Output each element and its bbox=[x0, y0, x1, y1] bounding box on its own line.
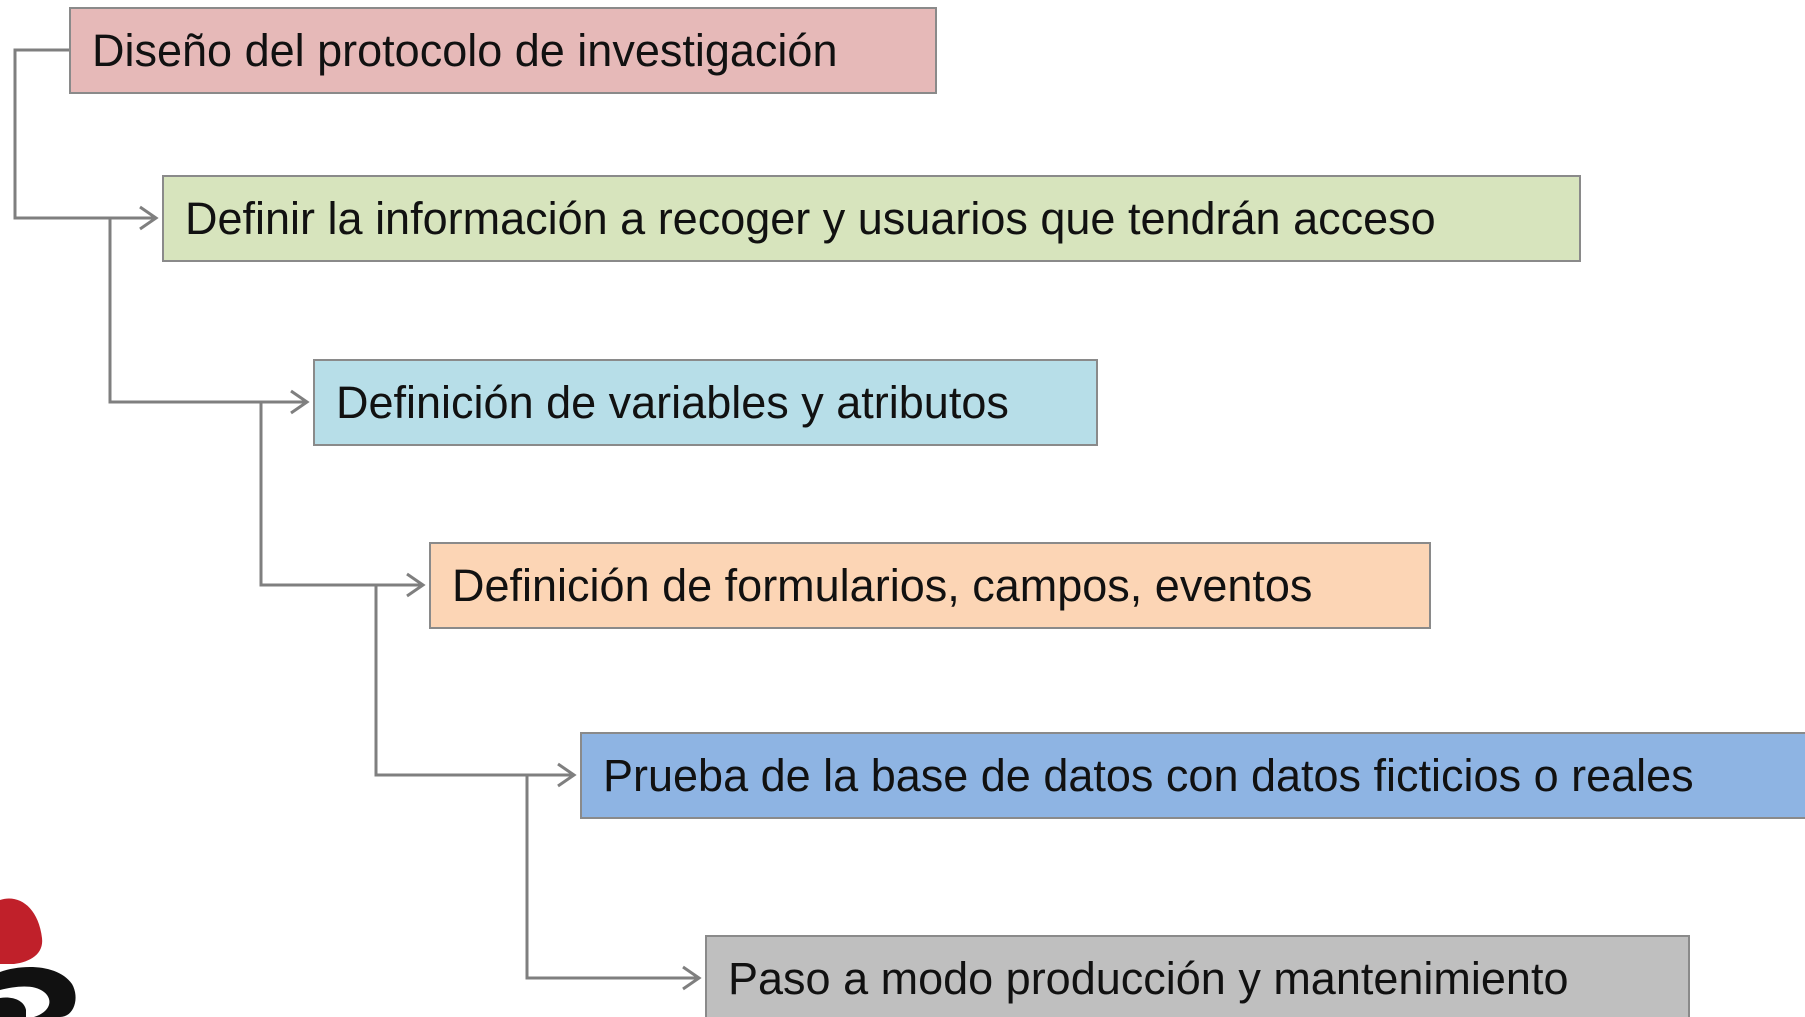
elbow-arrow-icon bbox=[13, 48, 155, 220]
elbow-arrow-icon bbox=[525, 775, 698, 980]
step-label: Definición de variables y atributos bbox=[336, 376, 1009, 428]
step-database-test: Prueba de la base de datos con datos fic… bbox=[580, 732, 1805, 819]
arrowhead-icon bbox=[557, 762, 577, 788]
step-label: Definir la información a recoger y usuar… bbox=[185, 192, 1436, 244]
arrowhead-icon bbox=[139, 205, 159, 231]
step-define-forms: Definición de formularios, campos, event… bbox=[429, 542, 1431, 629]
step-define-information: Definir la información a recoger y usuar… bbox=[162, 175, 1581, 262]
step-label: Prueba de la base de datos con datos fic… bbox=[603, 749, 1694, 801]
step-production-mode: Paso a modo producción y mantenimiento bbox=[705, 935, 1690, 1017]
arrowhead-icon bbox=[682, 965, 702, 991]
elbow-arrow-icon bbox=[108, 218, 306, 404]
arrowhead-icon bbox=[406, 572, 426, 598]
arrowhead-icon bbox=[290, 389, 310, 415]
step-label: Diseño del protocolo de investigación bbox=[92, 24, 838, 76]
elbow-arrow-icon bbox=[259, 402, 422, 587]
logo-icon bbox=[0, 898, 76, 1017]
elbow-arrow-icon bbox=[374, 585, 573, 777]
step-define-variables: Definición de variables y atributos bbox=[313, 359, 1098, 446]
step-protocol-design: Diseño del protocolo de investigación bbox=[69, 7, 937, 94]
step-label: Paso a modo producción y mantenimiento bbox=[728, 952, 1569, 1004]
step-label: Definición de formularios, campos, event… bbox=[452, 559, 1313, 611]
